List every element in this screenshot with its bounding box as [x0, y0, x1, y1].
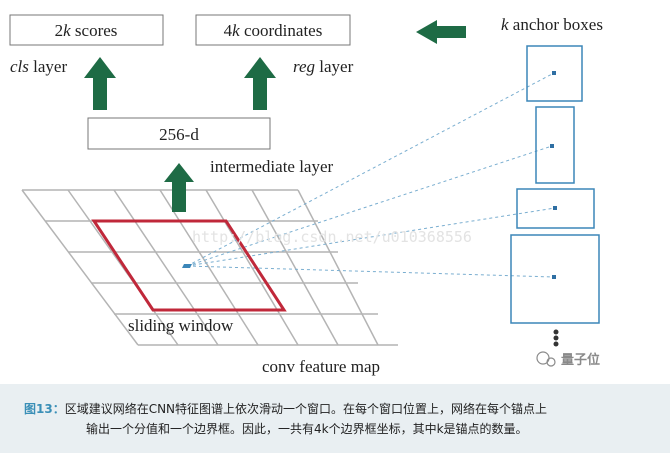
scores-label: 2k scores — [55, 21, 118, 40]
caption-line-1: 区域建议网络在CNN特征图谱上依次滑动一个窗口。在每个窗口位置上，网络在每个锚点… — [64, 402, 548, 416]
reg-layer-label: reg layer — [293, 57, 354, 76]
coordinates-label: 4k coordinates — [224, 21, 323, 40]
window-center-point — [182, 264, 192, 268]
green-arrows — [84, 20, 466, 212]
caption-label: 图13： — [24, 402, 65, 416]
coordinates-box — [195, 14, 351, 46]
anchor-boxes — [510, 45, 600, 324]
figure-caption: 图13：区域建议网络在CNN特征图谱上依次滑动一个窗口。在每个窗口位置上，网络在… — [0, 384, 670, 453]
logo: 量子位 — [536, 351, 600, 368]
arrow-up-to-cls — [84, 57, 116, 110]
sliding-window-label: sliding window — [128, 316, 234, 335]
watermark-text: http://blog.csdn.net/u010368556 — [192, 228, 472, 246]
anchor-box-3 — [516, 188, 595, 229]
arrow-up-to-256d — [164, 163, 194, 212]
anchor-box-2 — [535, 106, 575, 184]
intermediate-layer-label: intermediate layer — [210, 157, 334, 176]
more-anchors-dots — [553, 329, 559, 347]
logo-icon — [536, 351, 556, 367]
anchor-box-1 — [526, 45, 583, 102]
caption-line-2: 输出一个分值和一个边界框。因此，一共有4k个边界框坐标，其中k是锚点的数量。 — [86, 422, 528, 436]
box-256d-label: 256-d — [159, 125, 199, 144]
anchor-center-dots — [550, 71, 557, 279]
scores-box — [9, 14, 164, 46]
logo-text: 量子位 — [561, 352, 600, 368]
arrow-up-to-reg — [244, 57, 276, 110]
anchor-boxes-label: k anchor boxes — [501, 15, 603, 34]
arrow-left-from-anchors — [416, 20, 466, 44]
cls-layer-label: cls layer — [10, 57, 67, 76]
sliding-window-box — [91, 219, 287, 312]
feature-map-label: conv feature map — [262, 357, 380, 376]
anchor-box-4 — [510, 234, 600, 324]
box-256d — [87, 117, 271, 150]
